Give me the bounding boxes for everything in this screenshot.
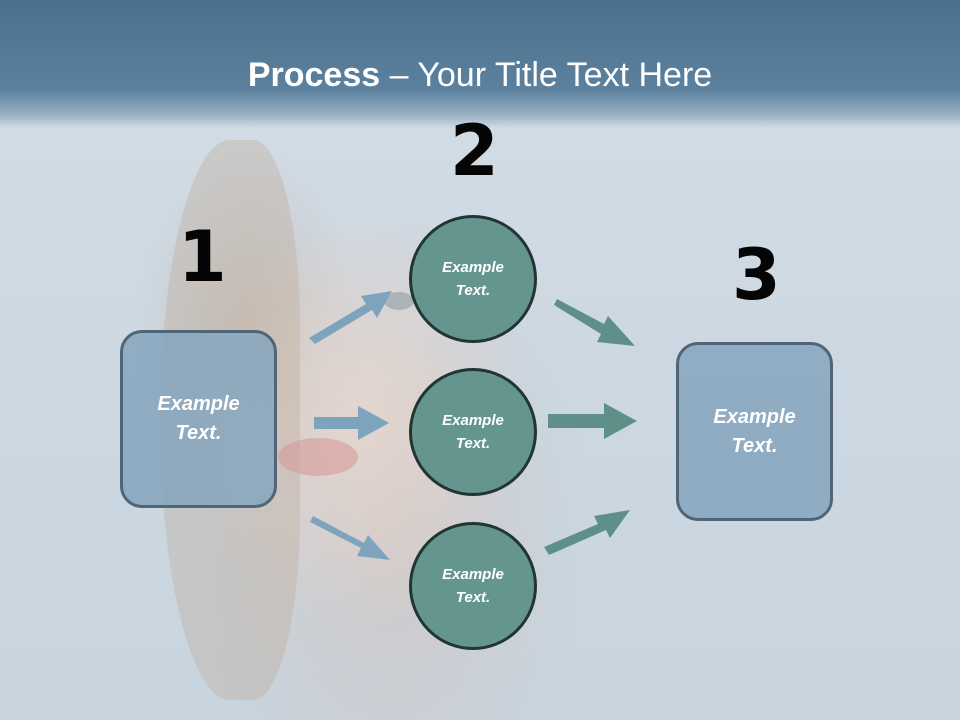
title-bar: [0, 0, 960, 128]
circle-top: Example Text.: [409, 215, 537, 343]
arrow-left-to-top: [309, 291, 392, 344]
circle-bottom-text: Example Text.: [442, 566, 504, 606]
circle-middle-text: Example Text.: [442, 412, 504, 452]
arrow-top-to-right: [554, 299, 635, 346]
circle-bottom: Example Text.: [409, 522, 537, 650]
arrow-middle-to-right: [548, 403, 637, 439]
title-rest: – Your Title Text Here: [380, 56, 713, 94]
step-number-2: 2: [450, 110, 499, 192]
arrow-bottom-to-right: [544, 510, 630, 555]
step-number-3: 3: [732, 234, 781, 316]
photo-eye-shape: [384, 292, 414, 310]
circle-top-text: Example Text.: [442, 259, 504, 299]
right-box: Example Text.: [676, 342, 833, 521]
step-number-1: 1: [178, 216, 227, 298]
arrow-left-to-middle: [314, 406, 389, 440]
circle-middle: Example Text.: [409, 368, 537, 496]
arrow-left-to-bottom: [310, 516, 390, 560]
right-box-text: Example Text.: [713, 405, 796, 457]
photo-lips-shape: [278, 438, 358, 476]
left-box: Example Text.: [120, 330, 277, 508]
left-box-text: Example Text.: [157, 393, 240, 444]
slide-title: Process – Your Title Text Here: [0, 54, 960, 96]
title-bold: Process: [247, 56, 381, 94]
